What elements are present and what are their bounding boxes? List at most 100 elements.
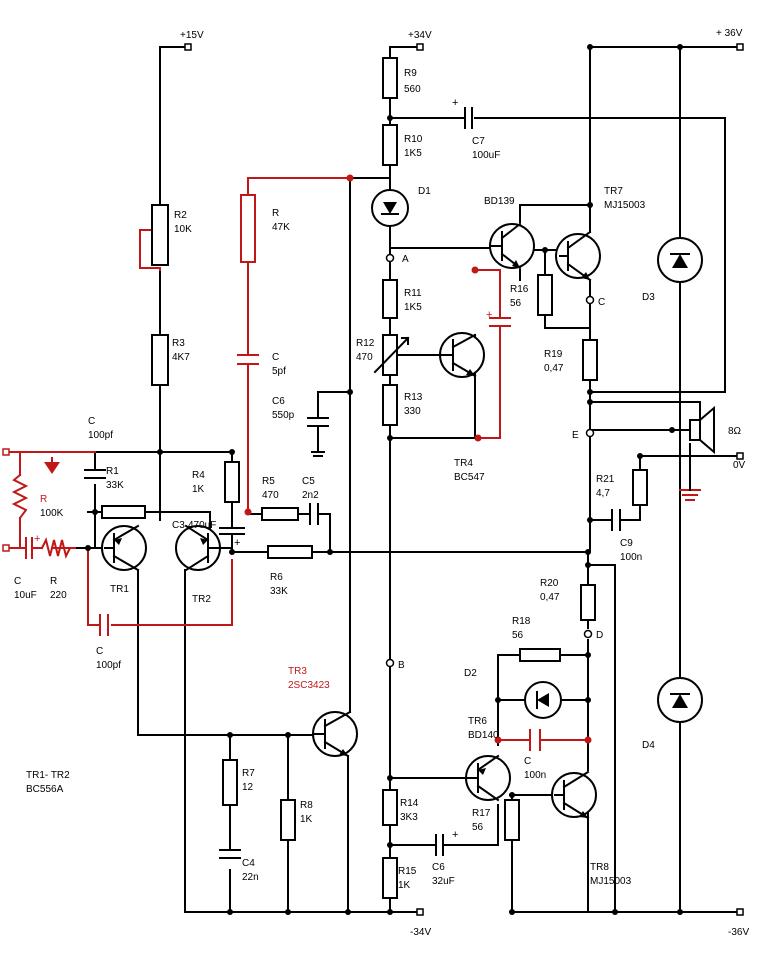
tr7-ref: TR7 [604,186,623,197]
labels: +15V +34V + 36V -34V -36V 0V A B C D E R… [14,28,749,938]
junctions [85,44,683,915]
r10-body [382,124,398,166]
plus-c7: + [452,97,458,109]
resistors [101,57,648,899]
r2-ref: R2 [174,210,187,221]
r2-val: 10K [174,224,192,235]
rail-p34: +34V [408,30,432,41]
r19-ref: R19 [544,349,563,360]
rs-ref: R [50,576,57,587]
r16-body [537,274,553,316]
r10-ref: R10 [404,134,423,145]
r5-ref: R5 [262,476,275,487]
cmill-ref: C [96,646,103,657]
r1-body [101,505,146,519]
cbr-val: 100n [524,770,546,781]
r11-ref: R11 [404,288,422,299]
c5-val: 2n2 [302,490,319,501]
node-e: E [572,430,579,441]
r12-ref: R12 [356,338,375,349]
d1-diode [371,189,409,227]
c100pf-ref: C [88,416,95,427]
tr1-transistor [101,524,147,572]
d4-diode [657,677,703,723]
c6b-val: 32uF [432,876,455,887]
bd139-ref: BD139 [484,196,515,207]
r4-ref: R4 [192,470,205,481]
speaker-label: 8Ω [728,426,742,437]
r18-ref: R18 [512,616,531,627]
r11-val: 1K5 [404,302,422,313]
tr8-val: MJ15003 [590,876,632,887]
r21-body [632,469,648,506]
r17-val: 56 [472,822,484,833]
tr7-val: MJ15003 [604,200,646,211]
c6a-val: 550p [272,410,295,421]
r14-body [382,789,398,826]
tr4-transistor [439,332,485,381]
r3-body [151,334,169,386]
r13-ref: R13 [404,392,423,403]
c7-ref: C7 [472,136,485,147]
r17-ref: R17 [472,808,491,819]
r8-val: 1K [300,814,313,825]
rail-gnd: 0V [733,460,746,471]
rail-p15: +15V [180,30,204,41]
plus-c3: + [234,537,240,549]
r4-body [224,461,240,503]
r14-ref: R14 [400,798,419,809]
r14-val: 3K3 [400,812,418,823]
r20-val: 0,47 [540,592,560,603]
r5-val: 470 [262,490,279,501]
r2-body [151,204,169,266]
r13-val: 330 [404,406,421,417]
r3-val: 4K7 [172,352,190,363]
c5-ref: C5 [302,476,315,487]
d3-diode [657,237,703,283]
tr2-ref: TR2 [192,594,211,605]
red-wires [5,177,691,741]
r8-body [280,799,296,841]
r8-ref: R8 [300,800,313,811]
r21-val: 4,7 [596,488,610,499]
c4-ref: C4 [242,858,255,869]
c9-ref: C9 [620,538,633,549]
tr3-val: 2SC3423 [288,680,330,691]
r6-ref: R6 [270,572,283,583]
r21-ref: R21 [596,474,615,485]
output-ground-icon [679,489,701,501]
r13-body [382,384,398,426]
c4-val: 22n [242,872,259,883]
r15-val: 1K [398,880,411,891]
d1-ref: D1 [418,186,431,197]
tr8-transistor [551,770,597,820]
input-resistors [11,473,76,559]
c100pf-val: 100pf [88,430,113,441]
cfb-val: 5pf [272,366,286,377]
transistors [101,222,601,820]
r19-val: 0,47 [544,363,564,374]
rin-val: 100K [40,508,64,519]
input-ground-icon [44,462,60,474]
tr7-transistor [555,230,601,282]
r6-body [267,545,313,559]
tr8-ref: TR8 [590,862,609,873]
r5-body [261,507,299,521]
plus-cin: + [34,533,40,545]
d3-ref: D3 [642,292,655,303]
c7-val: 100uF [472,150,500,161]
plus-vbe: + [486,309,492,321]
rfb-val: 47K [272,222,290,233]
rin-ref: R [40,494,47,505]
r20-body [580,584,596,621]
cbr-ref: C [524,756,531,767]
r7-body [222,759,238,806]
cin-val: 10uF [14,590,37,601]
r16-ref: R16 [510,284,529,295]
r15-body [382,857,398,899]
rs-val: 220 [50,590,67,601]
rail-n36: -36V [728,927,749,938]
tr4-ref: TR4 [454,458,473,469]
r12-val: 470 [356,352,373,363]
